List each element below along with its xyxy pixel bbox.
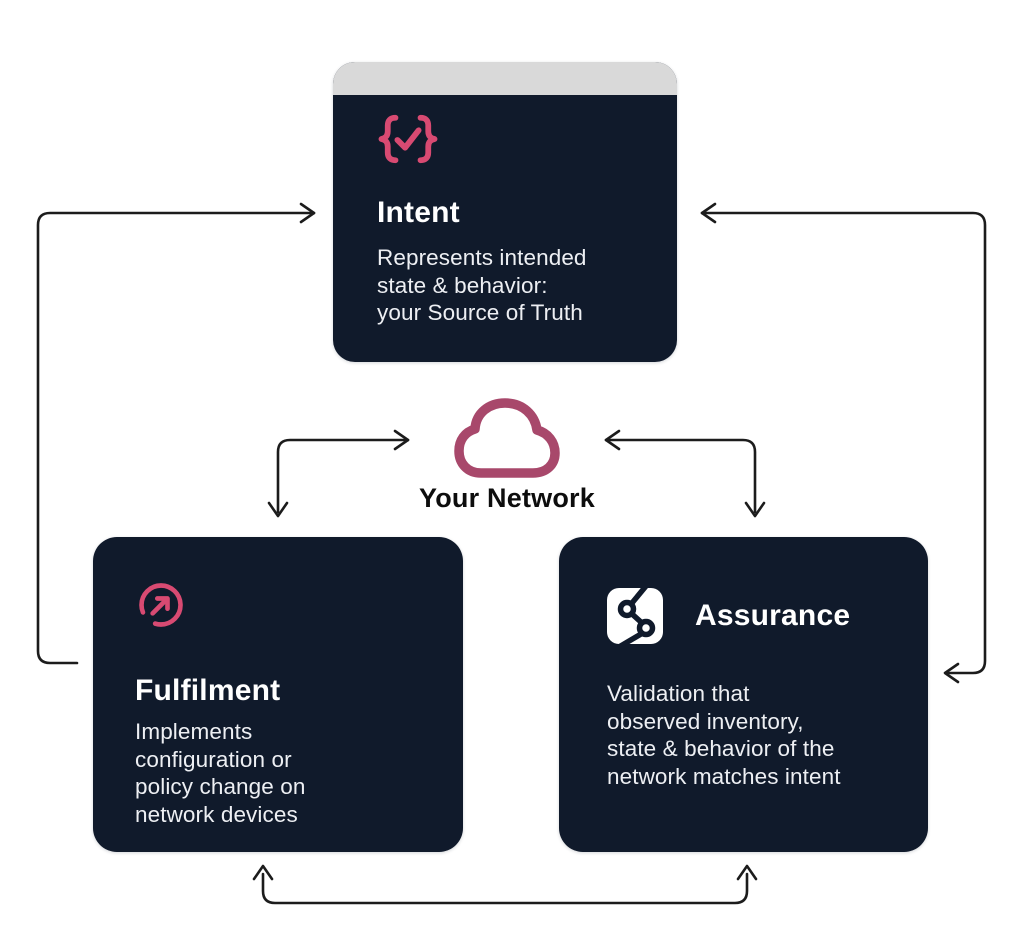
assurance-card: Assurance Validation that observed inven…	[559, 537, 928, 852]
fulfilment-desc-line: configuration or	[135, 746, 292, 772]
intent-description: Represents intended state & behavior: yo…	[377, 244, 649, 327]
arrow-up-right-circle-icon	[139, 583, 183, 627]
fulfilment-description: Implements configuration or policy chang…	[135, 718, 429, 828]
intent-desc-line: Represents intended	[377, 245, 587, 270]
intent-desc-line: state & behavior:	[377, 272, 548, 298]
fulfilment-card: Fulfilment Implements configuration or p…	[93, 537, 463, 852]
assurance-description: Validation that observed inventory, stat…	[607, 680, 902, 790]
fulfilment-desc-line: Implements	[135, 719, 253, 744]
cloud-icon	[454, 398, 560, 478]
assurance-desc-line: state & behavior of the	[607, 736, 835, 761]
assurance-desc-line: network matches intent	[607, 763, 841, 789]
intent-card-body: Intent Represents intended state & behav…	[333, 95, 677, 362]
intent-title: Intent	[377, 196, 460, 229]
code-braces-check-icon	[378, 114, 438, 164]
fulfilment-desc-line: network devices	[135, 801, 298, 827]
assurance-desc-line: observed inventory,	[607, 708, 804, 734]
intent-card: Intent Represents intended state & behav…	[333, 62, 677, 362]
network-cloud	[449, 395, 565, 487]
network-label: Your Network	[419, 483, 595, 513]
assurance-header: Assurance	[607, 588, 902, 644]
fulfilment-desc-line: policy change on	[135, 774, 306, 799]
intent-desc-line: your Source of Truth	[377, 300, 583, 325]
graph-nodes-icon	[607, 588, 663, 644]
assurance-title: Assurance	[695, 599, 851, 632]
assurance-desc-line: Validation that	[607, 681, 750, 706]
intent-card-titlebar	[333, 62, 677, 95]
arrow-fulfilment-assurance	[252, 864, 758, 905]
fulfilment-title: Fulfilment	[135, 674, 281, 707]
